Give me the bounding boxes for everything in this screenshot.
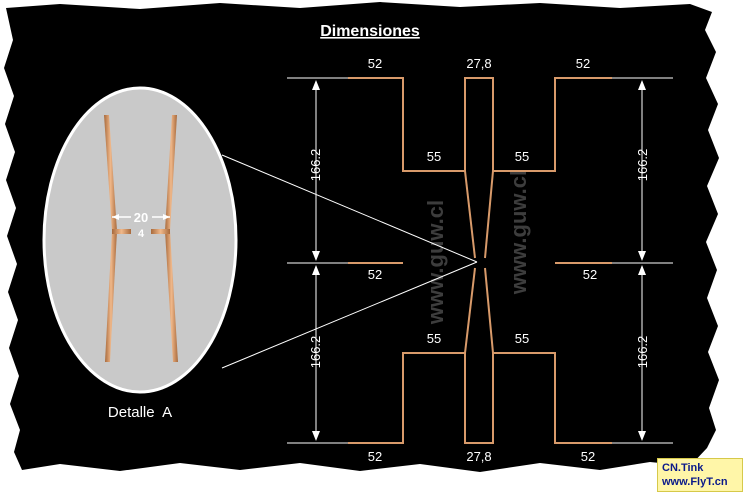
dim-right-mid-52: 52 <box>583 267 597 282</box>
dim-left-mid-52: 52 <box>368 267 382 282</box>
credit-line-2: www.FlyT.cn <box>662 476 728 488</box>
detail-rod-left-upper <box>104 115 117 231</box>
detail-a-ellipse <box>42 86 238 394</box>
dimension-arrowheads <box>312 80 646 441</box>
watermark-right: www.guw.cl <box>506 170 531 295</box>
antenna-element <box>348 77 612 444</box>
detail-rod-right-upper <box>165 115 177 231</box>
detail-feed-value: 4 <box>138 228 145 240</box>
diagram-title: Dimensiones <box>320 23 420 40</box>
dim-right-bottom-52: 52 <box>581 449 595 464</box>
dim-right-upper-55: 55 <box>515 149 529 164</box>
watermark-left: www.guw.cl <box>423 200 448 325</box>
dim-left-bottom-52: 52 <box>368 449 382 464</box>
dim-left-lower-height: 166.2 <box>308 336 323 369</box>
dimension-lines <box>221 77 673 444</box>
credit-line-1: CN.Tink <box>662 462 704 474</box>
dim-center-bottom: 27,8 <box>466 449 491 464</box>
dim-left-lower-55: 55 <box>427 331 441 346</box>
detail-rod-right-lower <box>165 231 178 362</box>
dim-right-upper-height: 166.2 <box>635 149 650 182</box>
dim-left-top-52: 52 <box>368 56 382 71</box>
detail-feed-right <box>151 229 170 234</box>
detail-feed-left <box>112 229 131 234</box>
dim-left-upper-55: 55 <box>427 149 441 164</box>
credit-badge: CN.Tink www.FlyT.cn <box>657 458 743 492</box>
detail-a-label: Detalle A <box>108 404 172 421</box>
detail-rod-left-lower <box>105 231 117 362</box>
dim-left-upper-height: 166.2 <box>308 149 323 182</box>
dim-center-top: 27,8 <box>466 56 491 71</box>
dim-right-top-52: 52 <box>576 56 590 71</box>
dim-right-lower-55: 55 <box>515 331 529 346</box>
detail-a-rods <box>104 115 178 362</box>
dim-right-lower-height: 166.2 <box>635 336 650 369</box>
detail-gap-value: 20 <box>134 210 148 225</box>
